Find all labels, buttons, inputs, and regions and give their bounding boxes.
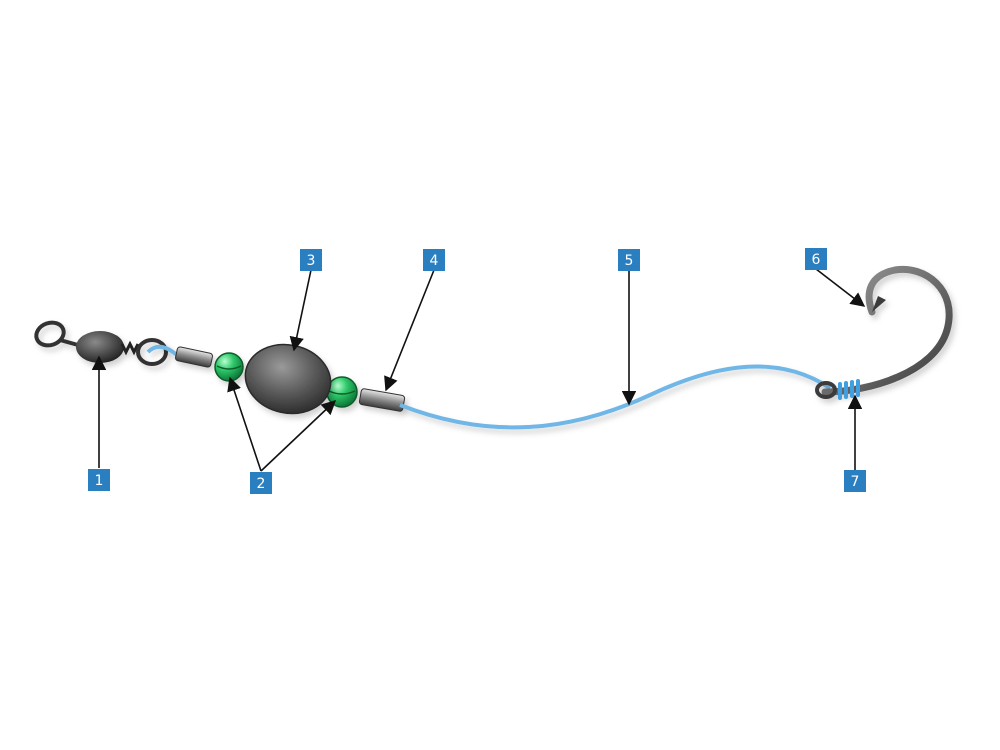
badge-2: 2 [250, 472, 272, 494]
swivel-front-eye-wire [59, 338, 79, 347]
barrel-swivel [34, 320, 168, 366]
circle-hook [815, 265, 953, 399]
hook-eye [815, 381, 837, 399]
badge-5-label: 5 [625, 253, 634, 269]
arrow-4 [384, 269, 435, 392]
egg-sinker [244, 343, 332, 415]
bead-front [214, 352, 244, 382]
leader-loop-at-swivel [146, 344, 180, 358]
badge-7: 7 [844, 470, 866, 492]
badge-4: 4 [423, 249, 445, 271]
hook-barb [872, 296, 886, 312]
badge-6: 6 [805, 248, 827, 270]
arrow-2b [260, 400, 337, 472]
badge-3: 3 [300, 249, 322, 271]
bead-rear [326, 376, 358, 408]
badge-4-label: 4 [430, 253, 439, 269]
swivel-back-ring [136, 338, 168, 366]
badge-7-label: 7 [851, 474, 860, 490]
swivel-coil [120, 340, 140, 356]
crimp-sleeve-rear [174, 346, 214, 368]
swivel-connection [146, 344, 214, 368]
hook-bend [821, 265, 953, 396]
leader-line [399, 364, 832, 430]
crimp-sleeve-front [358, 388, 406, 412]
callout-arrows [91, 268, 866, 472]
badge-6-label: 6 [812, 252, 821, 268]
badge-5: 5 [618, 249, 640, 271]
badge-3-label: 3 [307, 253, 316, 269]
badge-1: 1 [88, 469, 110, 491]
badge-2-label: 2 [257, 476, 266, 492]
arrow-6 [815, 268, 866, 307]
snell-knot-wraps [838, 379, 860, 400]
arrow-2a [227, 376, 262, 472]
badge-1-label: 1 [95, 473, 104, 489]
swivel-front-ring [34, 320, 66, 348]
swivel-barrel [76, 331, 124, 363]
arrow-3 [289, 269, 312, 352]
